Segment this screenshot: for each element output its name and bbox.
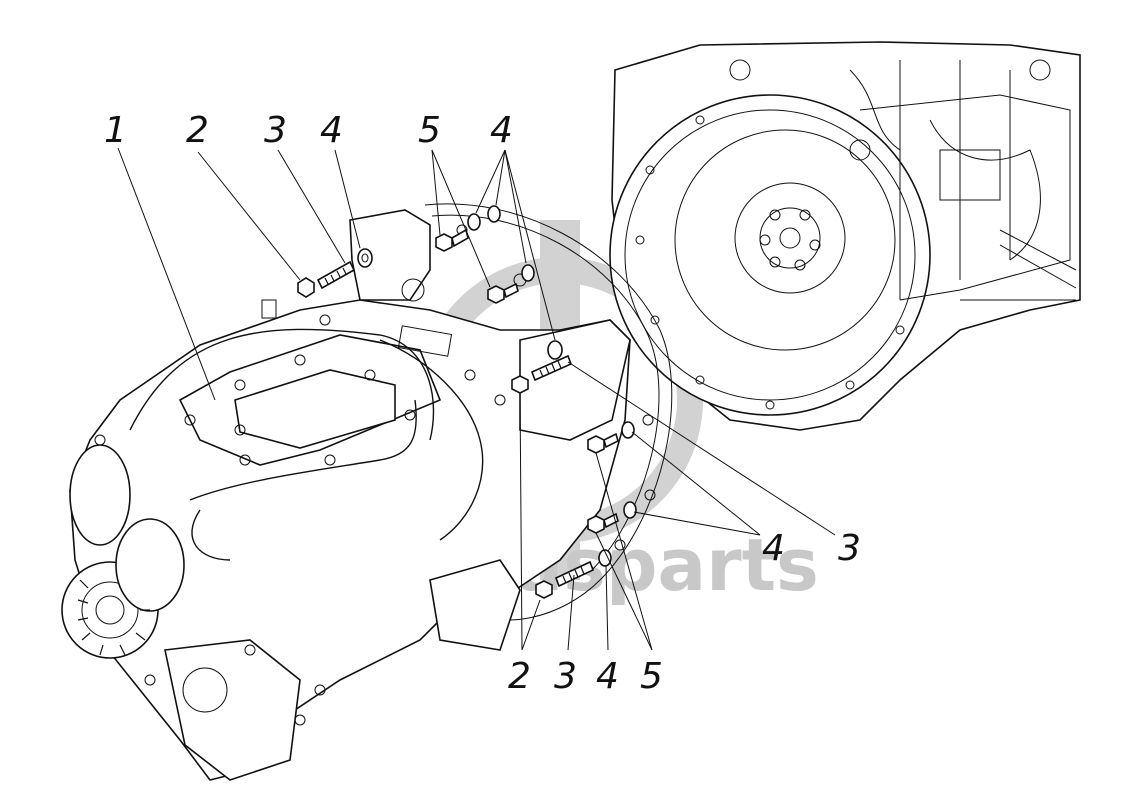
- nut-top: [297, 277, 315, 298]
- transmission-gearbox: [61, 209, 631, 781]
- callout-labels: 1 2 3 4 5 4 4 3 2 3 4 5: [104, 110, 861, 697]
- washer-bottom: [598, 549, 612, 567]
- flywheel: [674, 129, 896, 351]
- washer-top-2: [487, 205, 501, 223]
- washer-top-3: [521, 264, 535, 282]
- nut-bottom: [535, 580, 553, 599]
- bolt-right-1: [587, 432, 619, 454]
- callout-5-top: 5: [418, 110, 441, 151]
- flywheel-housing: [609, 94, 931, 416]
- callout-2-top: 2: [186, 110, 209, 151]
- nut-right: [511, 375, 529, 394]
- bolt-top-1: [435, 228, 469, 252]
- callout-4-right: 4: [762, 528, 785, 569]
- callout-4-top-right: 4: [490, 110, 513, 151]
- callout-4-bottom: 4: [596, 656, 619, 697]
- callout-3-top: 3: [264, 110, 287, 151]
- fasteners: [297, 205, 637, 599]
- washer-right-3: [623, 501, 637, 519]
- stud-top: [316, 260, 356, 290]
- engine-assembly: [609, 41, 1081, 431]
- callout-4-top-left: 4: [320, 110, 343, 151]
- callout-5-bottom: 5: [640, 656, 663, 697]
- callout-2-bottom: 2: [508, 656, 531, 697]
- data-plate: [397, 325, 453, 357]
- washer-right-2: [621, 421, 635, 439]
- washer-top-1: [467, 213, 481, 231]
- washer-right-1: [547, 340, 563, 360]
- bolt-top-2: [487, 282, 519, 304]
- stud-bottom: [554, 560, 595, 588]
- lifting-eye: [401, 278, 425, 302]
- callout-3-bottom: 3: [554, 656, 577, 697]
- callout-3-right: 3: [838, 528, 861, 569]
- callout-1: 1: [104, 110, 127, 151]
- washer-top-left: [357, 248, 373, 268]
- leader-lines: [117, 147, 836, 651]
